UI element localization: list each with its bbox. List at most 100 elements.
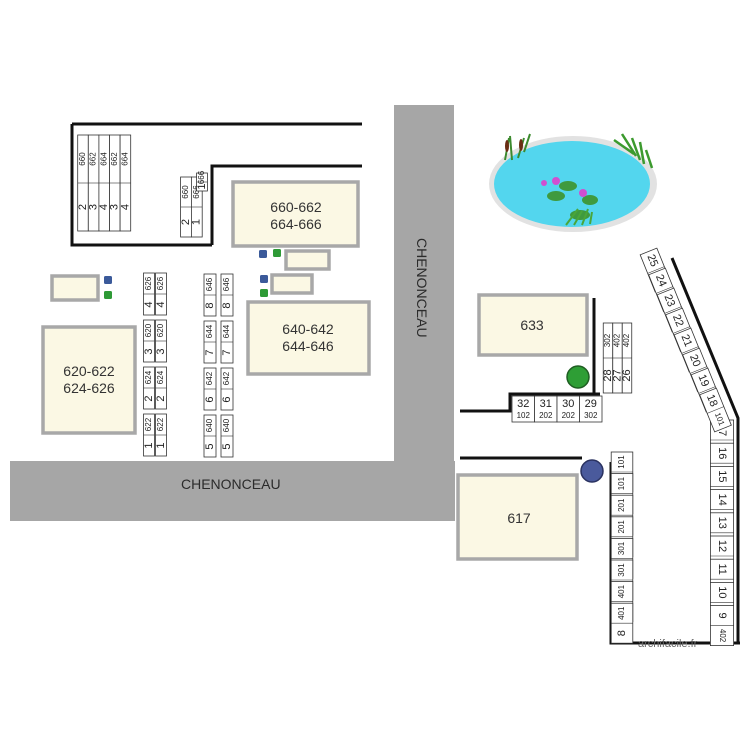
stall-unit: 640	[205, 418, 214, 432]
stall-unit: 646	[222, 277, 231, 291]
stall-number: 23	[661, 293, 677, 309]
stall-number: 5	[221, 443, 233, 449]
stall-unit: 202	[562, 411, 576, 420]
stall-unit: 660	[181, 185, 190, 199]
stall-divider	[673, 326, 690, 334]
stall-number: 32	[517, 398, 529, 410]
stall-number: 30	[562, 398, 574, 410]
stall-unit: 201	[617, 520, 626, 534]
stall-number: 22	[670, 313, 686, 329]
bin-blue-icon	[260, 275, 268, 283]
building-label: 660-662	[270, 199, 322, 215]
bin-blue-icon	[104, 276, 112, 284]
parking-stall-left-b: 5 640	[220, 414, 234, 458]
stall-number: 4	[119, 204, 131, 210]
road-horizontal	[10, 461, 455, 521]
parking-stall-left-b: 6 642	[203, 367, 217, 411]
stall-number: 2	[77, 204, 89, 210]
stall-unit: 622	[144, 417, 153, 431]
bin-green-icon	[104, 291, 112, 299]
stall-unit: 302	[584, 411, 598, 420]
stall-unit: 642	[222, 371, 231, 385]
stall-number: 18	[704, 393, 720, 409]
stall-number: 8	[616, 630, 628, 636]
stall-unit: 401	[617, 606, 626, 620]
bin-green-icon	[273, 249, 281, 257]
stall-unit: 402	[613, 333, 622, 347]
stall-unit: 640	[222, 418, 231, 432]
stall-number: 2	[180, 219, 192, 225]
stall-number: 6	[204, 396, 216, 402]
parking-stall-left-b: 5 640	[203, 414, 217, 458]
shed	[270, 273, 314, 295]
parking-stall-top-left: 4 664	[119, 134, 131, 232]
stall-number: 4	[155, 301, 167, 307]
stall-number: 7	[221, 349, 233, 355]
bins	[104, 249, 281, 299]
parking-stall-top-left-right: 2 660	[180, 176, 192, 238]
walls	[70, 122, 740, 645]
building-660-666: 660-662 664-666	[231, 180, 360, 248]
building-640-646: 640-642 644-646	[246, 300, 371, 376]
stall-unit: 660	[78, 152, 87, 166]
stall-number: 1	[191, 219, 203, 225]
stall-number: 1	[143, 442, 155, 448]
stall-number: 14	[716, 493, 728, 505]
building-label: 644-646	[282, 338, 334, 354]
parking-stall-near-633: 27 402	[611, 322, 623, 394]
pond	[489, 133, 657, 232]
stall-number: 24	[653, 273, 669, 289]
stall-unit: 666	[192, 185, 201, 199]
stall-number: 27	[611, 369, 623, 381]
stall-unit: 301	[617, 563, 626, 577]
stall-number: 12	[716, 540, 728, 552]
stall-outline	[579, 395, 603, 423]
stall-divider	[656, 286, 673, 294]
stall-divider	[690, 366, 707, 374]
stall-number: 4	[98, 204, 110, 210]
building-label: 620-622	[63, 363, 115, 379]
lily-pad	[582, 195, 598, 205]
stall-unit: 622	[156, 417, 165, 431]
stall-unit: 664	[99, 152, 108, 166]
bin-green-icon	[260, 289, 268, 297]
cattail	[519, 139, 523, 151]
stall-number: 1	[196, 183, 208, 189]
stall-unit: 620	[156, 323, 165, 337]
stall-number: 2	[143, 395, 155, 401]
watermark: archifacile.fr	[638, 638, 698, 650]
stall-number: 31	[540, 398, 552, 410]
tree-icon	[566, 365, 590, 389]
shed	[50, 274, 100, 302]
stall-number: 8	[204, 302, 216, 308]
stall-unit: 642	[205, 371, 214, 385]
stall-number: 29	[585, 398, 597, 410]
tree-icon	[580, 459, 604, 483]
stall-number: 21	[678, 333, 694, 349]
stall-number: 5	[204, 443, 216, 449]
water-lily-flower	[552, 177, 560, 185]
parking-stall-left-a: 3 620	[155, 319, 167, 363]
stall-unit: 666	[197, 170, 206, 184]
stall-number: 26	[621, 369, 633, 381]
parking-stall-top-left: 4 664	[98, 134, 110, 232]
building-label: 640-642	[282, 321, 334, 337]
stall-unit: 664	[121, 152, 130, 166]
stall-number: 19	[695, 373, 711, 389]
water-lily-flower	[579, 189, 587, 197]
stall-number: 3	[155, 348, 167, 354]
stall-unit: 101	[617, 455, 626, 469]
